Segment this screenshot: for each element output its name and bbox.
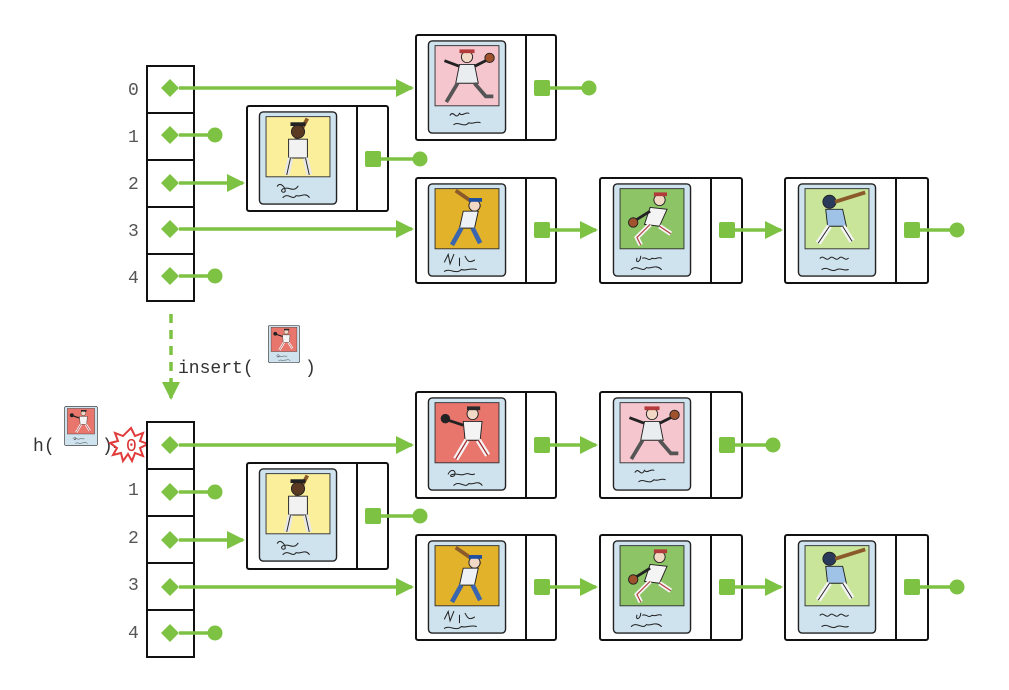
top-index-0: 0 xyxy=(128,81,139,101)
lime-batter-card-icon xyxy=(798,184,875,276)
top-hash-table: 0 1 2 3 4 xyxy=(128,34,965,302)
insert-transition: insert( ) xyxy=(162,314,316,400)
hash-expression: h( )= 0 xyxy=(33,406,151,464)
bottom-index-1: 1 xyxy=(128,481,139,501)
insert-open-paren: ( xyxy=(243,359,254,379)
red-pitcher-card-icon xyxy=(428,398,505,490)
mustard-batter-card-icon xyxy=(428,184,505,276)
pink-pitcher-card-icon-bottom xyxy=(611,397,693,491)
hash-func: h xyxy=(33,437,44,457)
top-index-2: 2 xyxy=(128,175,139,195)
lime-batter-card-icon-bottom xyxy=(798,541,875,633)
svg-text:insert(: insert( xyxy=(178,359,254,379)
bottom-pointers xyxy=(161,436,965,642)
bottom-index-3: 3 xyxy=(128,576,139,596)
pink-pitcher-card-icon xyxy=(426,40,508,134)
top-pointers xyxy=(161,79,965,285)
burst-icon xyxy=(107,426,151,464)
top-index-column: 0 1 2 3 4 xyxy=(128,81,139,289)
hash-open-paren: ( xyxy=(44,437,55,457)
top-index-1: 1 xyxy=(128,128,139,148)
hash-result: 0 xyxy=(126,437,137,457)
insert-func: insert xyxy=(178,359,243,379)
bottom-index-2: 2 xyxy=(128,529,139,549)
mustard-batter-card-icon-bottom xyxy=(428,541,505,633)
svg-text:h(: h( xyxy=(33,437,55,457)
bottom-index-4: 4 xyxy=(128,624,139,644)
insert-card-icon xyxy=(268,325,300,363)
green-pitcher-card-icon-bottom xyxy=(613,541,690,633)
insert-close-paren: ) xyxy=(305,359,316,379)
yellow-batter-card-icon xyxy=(259,112,336,204)
hash-card-icon xyxy=(64,406,98,446)
bottom-index-column: 1 2 3 4 xyxy=(128,481,139,644)
top-index-3: 3 xyxy=(128,222,139,242)
green-pitcher-card-icon xyxy=(613,184,690,276)
hash-close-paren: ) xyxy=(102,437,113,457)
top-index-4: 4 xyxy=(128,269,139,289)
bottom-hash-table: h( )= 0 1 2 3 4 xyxy=(33,391,965,658)
yellow-batter-card-icon-bottom xyxy=(259,469,336,561)
